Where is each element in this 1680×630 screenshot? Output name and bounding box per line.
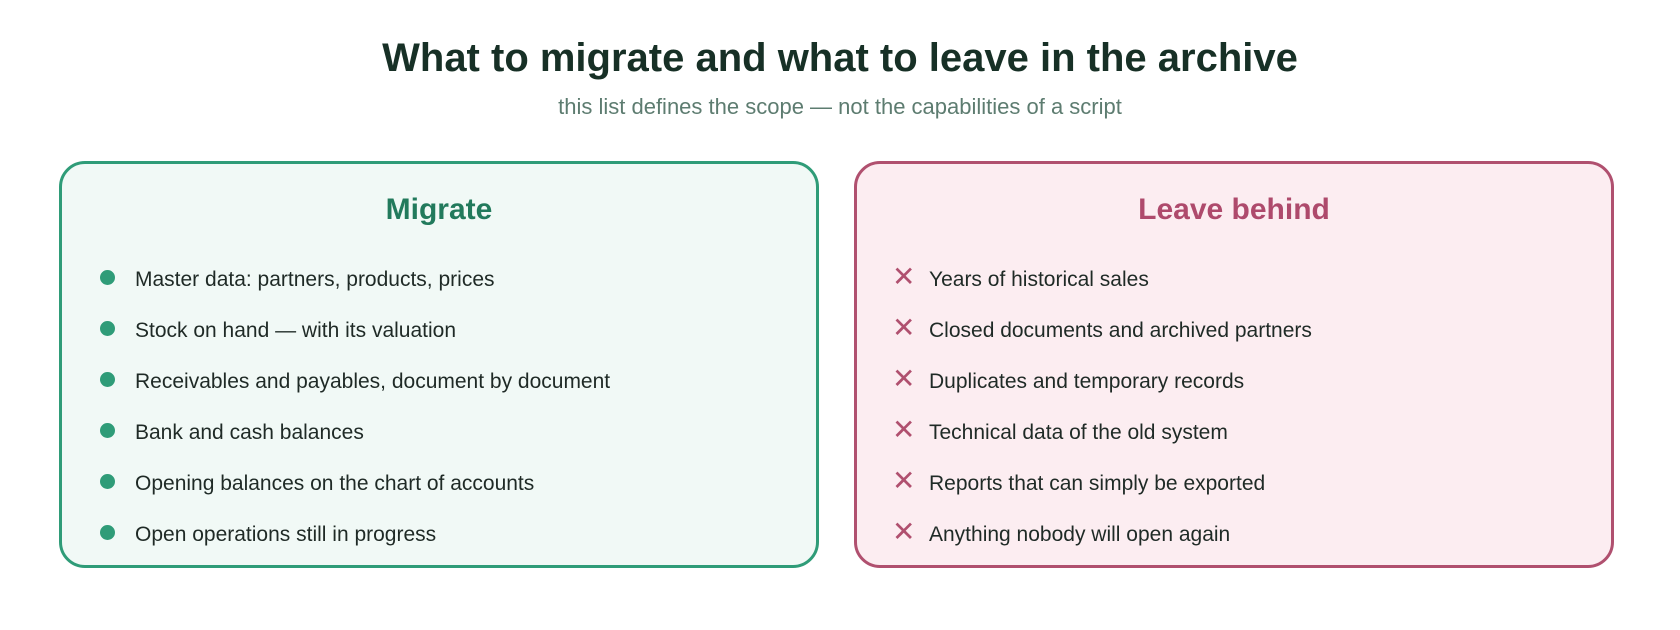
leave-behind-item-text: Reports that can simply be exported xyxy=(929,471,1266,495)
leave-behind-item-text: Duplicates and temporary records xyxy=(929,369,1245,393)
dot-icon xyxy=(100,474,115,489)
migrate-panel: Migrate Master data: partners, products,… xyxy=(59,161,819,568)
leave-behind-item: ✕ Duplicates and temporary records xyxy=(892,356,1312,407)
dot-icon xyxy=(100,525,115,540)
migrate-item: Receivables and payables, document by do… xyxy=(100,356,610,407)
migrate-item-text: Stock on hand — with its valuation xyxy=(135,318,457,342)
migrate-item: Opening balances on the chart of account… xyxy=(100,458,610,509)
leave-behind-item-text: Anything nobody will open again xyxy=(929,522,1231,546)
migrate-item: Master data: partners, products, prices xyxy=(100,254,610,305)
migrate-item-text: Opening balances on the chart of account… xyxy=(135,471,535,495)
migrate-heading: Migrate xyxy=(385,193,493,226)
cross-icon: ✕ xyxy=(892,515,916,547)
cross-icon: ✕ xyxy=(892,362,916,394)
migrate-item: Open operations still in progress xyxy=(100,509,610,560)
migrate-item-text: Master data: partners, products, prices xyxy=(135,267,495,291)
leave-behind-panel: Leave behind ✕ Years of historical sales… xyxy=(854,161,1614,568)
leave-behind-heading: Leave behind xyxy=(1138,193,1330,226)
cross-icon: ✕ xyxy=(892,260,916,292)
migrate-list: Master data: partners, products, prices … xyxy=(100,254,610,560)
migrate-item-text: Bank and cash balances xyxy=(135,420,364,444)
leave-behind-item-text: Technical data of the old system xyxy=(929,420,1228,444)
dot-icon xyxy=(100,270,115,285)
cross-icon: ✕ xyxy=(892,464,916,496)
leave-behind-item: ✕ Technical data of the old system xyxy=(892,407,1312,458)
dot-icon xyxy=(100,372,115,387)
leave-behind-list: ✕ Years of historical sales ✕ Closed doc… xyxy=(892,254,1312,560)
page-title: What to migrate and what to leave in the… xyxy=(382,36,1298,80)
migrate-item-text: Receivables and payables, document by do… xyxy=(135,369,611,393)
migrate-item: Bank and cash balances xyxy=(100,407,610,458)
leave-behind-item: ✕ Closed documents and archived partners xyxy=(892,305,1312,356)
dot-icon xyxy=(100,321,115,336)
leave-behind-item: ✕ Reports that can simply be exported xyxy=(892,458,1312,509)
cross-icon: ✕ xyxy=(892,311,916,343)
leave-behind-item: ✕ Years of historical sales xyxy=(892,254,1312,305)
page-subtitle: this list defines the scope — not the ca… xyxy=(558,94,1122,119)
cross-icon: ✕ xyxy=(892,413,916,445)
leave-behind-item-text: Closed documents and archived partners xyxy=(929,318,1312,342)
leave-behind-item-text: Years of historical sales xyxy=(929,267,1149,291)
migrate-item-text: Open operations still in progress xyxy=(135,522,437,546)
migrate-item: Stock on hand — with its valuation xyxy=(100,305,610,356)
leave-behind-item: ✕ Anything nobody will open again xyxy=(892,509,1312,560)
dot-icon xyxy=(100,423,115,438)
